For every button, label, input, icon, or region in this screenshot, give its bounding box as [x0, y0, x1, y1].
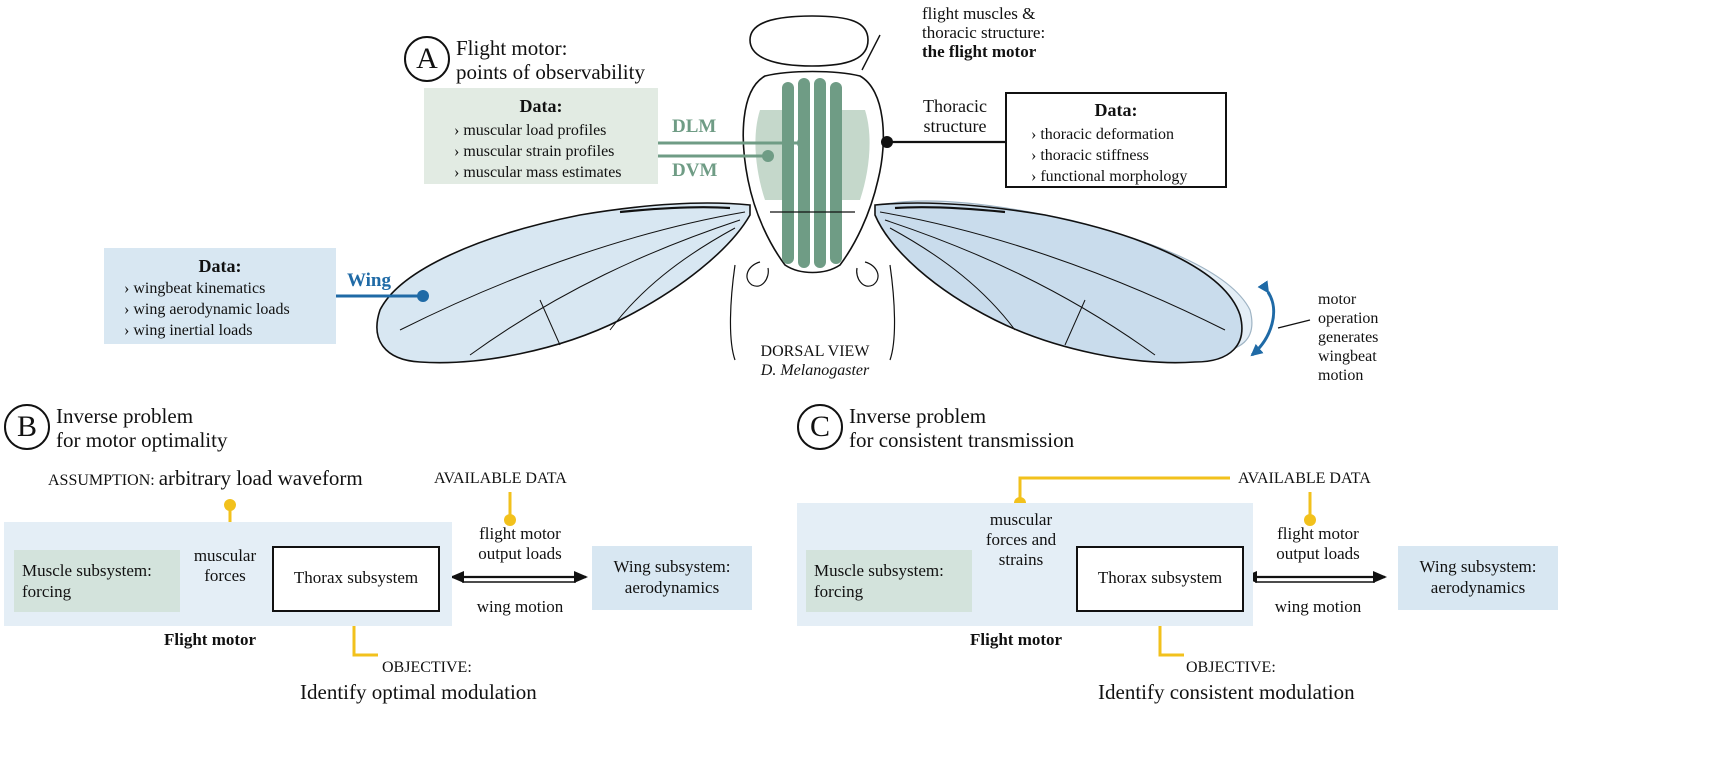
thoracic-structure-label: Thoracic structure: [923, 96, 987, 136]
thorax-data-box: Data: thoracic deformation thoracic stif…: [1005, 92, 1227, 188]
left-wing-vein: [619, 206, 731, 214]
fly-leg: [746, 261, 769, 287]
c-output-loads-label: flight motor output loads: [1276, 524, 1360, 563]
c-wing-label: Wing subsystem: aerodynamics: [1419, 557, 1537, 597]
list-item: muscular load profiles: [454, 120, 622, 141]
dlm-pointer-dot: [797, 137, 809, 149]
list-item: wing aerodynamic loads: [124, 299, 289, 320]
b-thorax-subsystem: Thorax subsystem: [272, 546, 440, 612]
wing-pointer-dot: [417, 290, 429, 302]
b-wing-motion-label: wing motion: [476, 597, 564, 616]
list-item: thoracic deformation: [1031, 124, 1187, 145]
thoracic-pointer-dot: [881, 136, 893, 148]
b-muscle-label: Muscle subsystem: forcing: [22, 561, 152, 601]
b-available-data: AVAILABLE DATA: [434, 470, 567, 487]
c-objective-connector: [1158, 612, 1184, 657]
dlm-band: [814, 78, 826, 268]
panel-a-title: Flight motor: points of observability: [456, 36, 645, 85]
left-wing-vein: [469, 219, 741, 356]
dorsal-view-caption: DORSAL VIEW D. Melanogaster: [760, 343, 870, 379]
fly-abdomen: [729, 264, 896, 361]
dlm-band: [798, 78, 810, 268]
c-available-dot-right: [1304, 514, 1316, 526]
c-thorax-subsystem: Thorax subsystem: [1076, 546, 1244, 612]
wing-data-box: Data: wingbeat kinematics wing aerodynam…: [104, 248, 336, 344]
flight-motor-pointer: [861, 34, 881, 71]
c-muscular-forces-label: muscular forces and strains: [985, 510, 1057, 569]
wing-data-list: wingbeat kinematics wing aerodynamic loa…: [124, 278, 290, 341]
list-item: wing inertial loads: [124, 320, 290, 341]
c-available-data: AVAILABLE DATA: [1238, 470, 1371, 487]
right-wing-vein: [879, 211, 1226, 331]
list-item: functional morphology: [1031, 166, 1187, 187]
fly-head: [749, 15, 869, 67]
b-muscle-subsystem: Muscle subsystem: forcing: [14, 550, 180, 612]
list-item: thoracic stiffness: [1031, 145, 1187, 166]
right-wing-vein: [884, 219, 1156, 356]
c-flight-motor-label: Flight motor: [970, 630, 1063, 649]
panel-c-title: Inverse problem for consistent transmiss…: [849, 404, 1075, 453]
left-wing-vein: [609, 227, 736, 331]
left-wing-vein: [399, 211, 746, 331]
b-wing-label: Wing subsystem: aerodynamics: [613, 557, 731, 597]
c-muscle-subsystem: Muscle subsystem: forcing: [806, 550, 972, 612]
thorax-data-heading: Data:: [1094, 100, 1138, 120]
thorax-data-list: thoracic deformation thoracic stiffness …: [1031, 124, 1187, 187]
dvm-pointer-dot: [762, 150, 774, 162]
list-item: muscular strain profiles: [454, 141, 622, 162]
c-wing-motion-label: wing motion: [1274, 597, 1362, 616]
left-wing: [376, 202, 751, 364]
muscle-data-box: Data: muscular load profiles muscular st…: [424, 88, 658, 184]
panel-a-letter: A: [404, 36, 450, 82]
muscle-data-list: muscular load profiles muscular strain p…: [454, 120, 622, 183]
motor-operation-note: motor operation generates wingbeat motio…: [1318, 291, 1379, 384]
b-muscular-forces-label: muscular forces: [193, 546, 257, 585]
c-objective: OBJECTIVE: Identify consistent modulatio…: [1098, 659, 1355, 704]
b-objective: OBJECTIVE: Identify optimal modulation: [300, 659, 537, 704]
b-flight-motor-label: Flight motor: [164, 630, 257, 649]
list-item: muscular mass estimates: [454, 162, 621, 183]
dlm-label: DLM: [672, 116, 717, 137]
b-thorax-label: Thorax subsystem: [293, 568, 419, 587]
b-wing-subsystem: Wing subsystem: aerodynamics: [592, 546, 752, 610]
right-wing-vein: [1064, 299, 1086, 346]
wing-data-heading: Data:: [198, 256, 242, 276]
b-assumption: ASSUMPTION: arbitrary load waveform: [48, 466, 363, 490]
dlm-band: [830, 82, 842, 264]
list-item: wingbeat kinematics: [124, 278, 290, 299]
flight-motor-note: flight muscles & thoracic structure: the…: [922, 4, 1046, 61]
c-muscle-label: Muscle subsystem: forcing: [814, 561, 944, 601]
fly-leg: [856, 261, 879, 287]
c-available-connector: [1018, 476, 1230, 503]
b-assumption-dot: [224, 499, 236, 511]
panel-c-letter: C: [797, 404, 843, 450]
dlm-band: [782, 82, 794, 264]
b-available-dot: [504, 514, 516, 526]
b-objective-connector: [352, 612, 378, 657]
right-wing: [874, 202, 1243, 364]
b-output-loads-label: flight motor output loads: [478, 524, 562, 563]
left-wing-vein: [539, 299, 561, 346]
right-wing-vein: [894, 206, 1006, 214]
dvm-lobe: [840, 110, 870, 200]
motor-note-pointer: [1277, 319, 1311, 329]
fly-illustration: [376, 15, 1253, 364]
wingbeat-arc-arrow: [1250, 280, 1276, 357]
right-wing-vein: [889, 227, 1016, 331]
wing-label: Wing: [347, 270, 392, 291]
c-wing-subsystem: Wing subsystem: aerodynamics: [1398, 546, 1558, 610]
panel-b-letter: B: [4, 404, 50, 450]
panel-b-title: Inverse problem for motor optimality: [56, 404, 228, 453]
muscle-data-heading: Data:: [519, 96, 563, 116]
c-thorax-label: Thorax subsystem: [1097, 568, 1223, 587]
dvm-label: DVM: [672, 160, 718, 181]
